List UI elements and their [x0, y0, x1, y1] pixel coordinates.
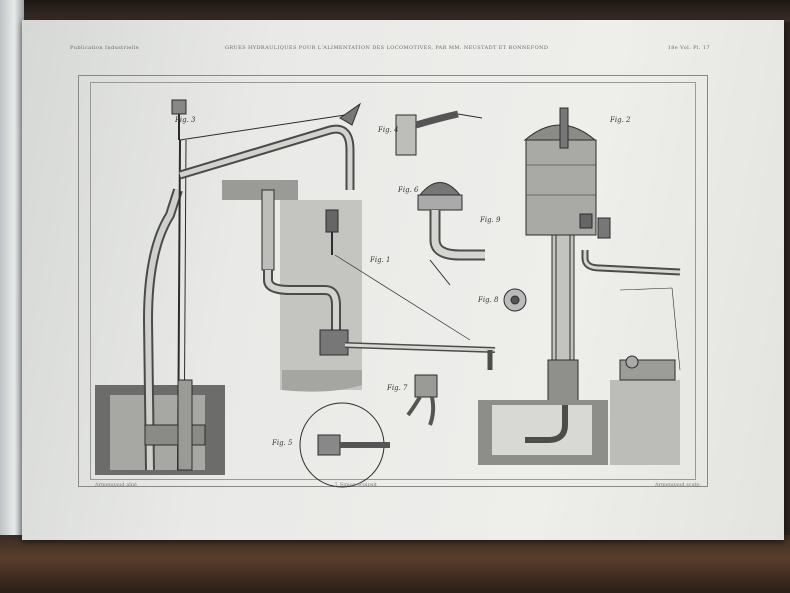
- fig-8-flange-detail: [503, 288, 527, 312]
- label-fig-4: Fig. 4: [377, 126, 398, 134]
- plate-header: Publication Industrielle GRUES HYDRAULIQ…: [70, 45, 710, 59]
- fig-2-tank-crane: [478, 107, 681, 465]
- label-fig-7: Fig. 7: [386, 384, 408, 392]
- fig-3-crane-column: [95, 99, 362, 475]
- header-publication: Publication Industrielle: [70, 45, 140, 51]
- label-fig-3: Fig. 3: [174, 116, 196, 124]
- label-fig-6: Fig. 6: [397, 186, 419, 194]
- header-plate-number: 18e Vol. Pl. 17: [667, 45, 710, 51]
- header-title: GRUES HYDRAULIQUES POUR L'ALIMENTATION D…: [225, 45, 549, 51]
- fig-7-nozzle-detail: [406, 374, 438, 426]
- plate-outer-border: [78, 75, 708, 487]
- footer-draughtsman: Armengaud aîné: [95, 482, 137, 488]
- fig-4-spout-detail: [395, 110, 483, 156]
- fig-5-circular-section: [299, 402, 390, 488]
- label-fig-2: Fig. 2: [609, 116, 631, 124]
- book-top-edge: [0, 0, 790, 22]
- label-fig-9: Fig. 9: [479, 216, 501, 224]
- fig-1-wall-crane: [222, 180, 496, 392]
- label-fig-8: Fig. 8: [477, 296, 499, 304]
- footer-signature: Armengaud sculp.: [655, 482, 702, 488]
- book-left-pages: [0, 0, 24, 593]
- footer-engraver: J. Simon sculpsit: [335, 482, 377, 488]
- book-cover-bottom: [0, 535, 790, 593]
- fig-6-valve-section: [417, 182, 485, 286]
- figure-labels: Fig. 3 Fig. 1 Fig. 4 Fig. 6 Fig. 8 Fig. …: [174, 116, 631, 447]
- label-fig-5: Fig. 5: [271, 439, 293, 447]
- label-fig-1: Fig. 1: [369, 256, 390, 264]
- plate-inner-border: [90, 82, 696, 480]
